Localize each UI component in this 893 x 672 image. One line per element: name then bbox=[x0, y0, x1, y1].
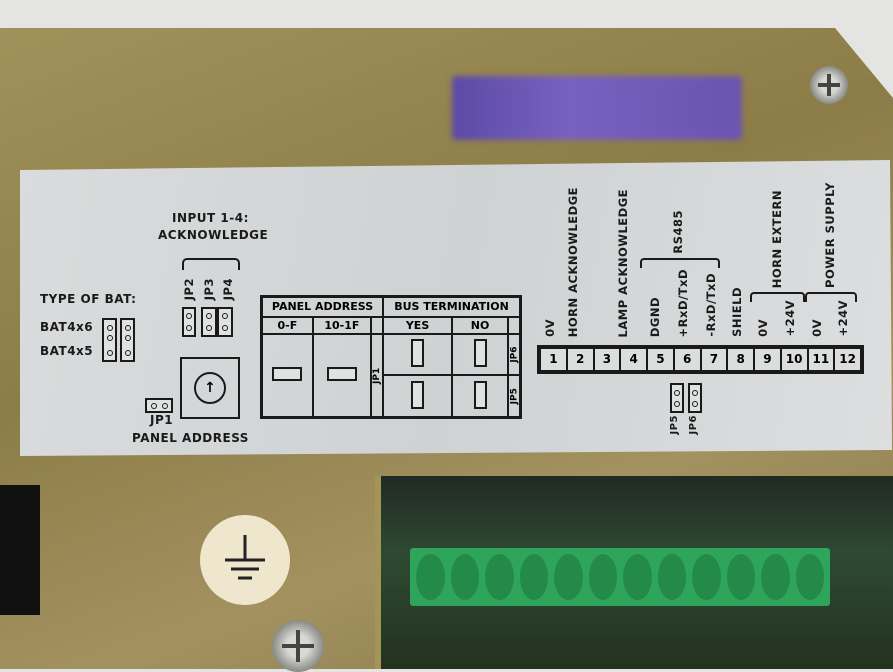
bracket bbox=[805, 292, 857, 302]
terminal-number: 9 bbox=[755, 349, 780, 370]
terminal-number: 11 bbox=[808, 349, 834, 370]
terminal-label: 0V bbox=[543, 319, 557, 337]
terminal-number: 2 bbox=[567, 349, 593, 370]
jumper-label-jp3: JP3 bbox=[202, 278, 216, 301]
terminal-number: 3 bbox=[594, 349, 620, 370]
th-0-f: 0-F bbox=[260, 315, 314, 335]
arrow-up-icon: ↑ bbox=[194, 372, 226, 404]
bat-jumper[interactable] bbox=[102, 318, 117, 362]
bracket bbox=[750, 292, 805, 302]
screw-icon bbox=[810, 66, 848, 104]
terminal-label: +24V bbox=[783, 300, 797, 337]
input-title: INPUT 1-4: bbox=[172, 211, 249, 225]
th-10-1f: 10-1F bbox=[311, 315, 373, 335]
terminal-label: HORN ACKNOWLEDGE bbox=[566, 186, 580, 337]
panel-address-label: PANEL ADDRESS bbox=[132, 431, 249, 445]
terminal-label: 0V bbox=[810, 319, 824, 337]
terminal-label: DGND bbox=[648, 296, 662, 337]
jumper-jp6[interactable] bbox=[688, 383, 702, 413]
th-no: NO bbox=[451, 315, 509, 335]
terminal-number: 4 bbox=[621, 349, 646, 370]
jumper-open bbox=[272, 366, 303, 381]
jumper-closed bbox=[411, 338, 425, 367]
jumper-open bbox=[473, 380, 487, 409]
terminal-number: 10 bbox=[781, 349, 807, 370]
input-subtitle: ACKNOWLEDGE bbox=[158, 228, 269, 242]
group-label-rs485: RS485 bbox=[671, 210, 685, 254]
th-yes: YES bbox=[382, 315, 454, 335]
th-panel-address: PANEL ADDRESS bbox=[260, 295, 385, 318]
terminal-label: 0V bbox=[756, 319, 770, 337]
jumper-closed bbox=[411, 380, 425, 409]
terminal-number: 6 bbox=[674, 349, 700, 370]
jp1-label: JP1 bbox=[371, 333, 384, 418]
rotary-address-switch[interactable]: ↑ bbox=[180, 357, 240, 419]
bat-jumper[interactable] bbox=[120, 318, 135, 362]
bracket bbox=[640, 258, 720, 268]
jp6-label: JP6 bbox=[508, 333, 521, 376]
jumper-open bbox=[473, 338, 487, 367]
terminal-label: +24V bbox=[836, 300, 850, 337]
terminal-block-connector[interactable] bbox=[410, 548, 830, 606]
panel-cutout bbox=[0, 485, 40, 615]
terminal-label: -RxD/TxD bbox=[704, 273, 718, 337]
jumper-closed bbox=[326, 366, 357, 381]
jumper-label-jp2: JP2 bbox=[182, 278, 196, 301]
jumper-label-jp5: JP5 bbox=[669, 415, 680, 435]
group-label-power-supply: POWER SUPPLY bbox=[823, 182, 837, 288]
jumper-jp2[interactable] bbox=[182, 307, 196, 337]
screw-icon bbox=[272, 620, 324, 672]
jumper-jp4[interactable] bbox=[217, 307, 233, 337]
jp1-label: JP1 bbox=[150, 413, 174, 427]
terminal-label: +RxD/TxD bbox=[676, 268, 690, 337]
blurred-sticker bbox=[452, 76, 742, 140]
jumper-label-jp4: JP4 bbox=[221, 278, 235, 301]
jumper-label-jp6: JP6 bbox=[688, 415, 699, 435]
terminal-label: SHIELD bbox=[730, 287, 744, 337]
jumper-jp5[interactable] bbox=[670, 383, 684, 413]
terminal-number: 7 bbox=[701, 349, 727, 370]
bracket bbox=[182, 258, 240, 270]
jumper-jp1[interactable] bbox=[145, 398, 173, 413]
terminal-number: 1 bbox=[541, 349, 566, 370]
terminal-number: 8 bbox=[728, 349, 753, 370]
bat-option: BAT4x6 bbox=[40, 320, 94, 334]
ground-icon bbox=[200, 515, 290, 605]
type-of-bat-title: TYPE OF BAT: bbox=[40, 292, 137, 306]
th-bus-termination: BUS TERMINATION bbox=[382, 295, 522, 318]
jumper-jp3[interactable] bbox=[201, 307, 217, 337]
jp5-label: JP5 bbox=[508, 375, 521, 418]
terminal-number: 12 bbox=[835, 349, 860, 370]
terminal-label: LAMP ACKNOWLEDGE bbox=[616, 188, 630, 337]
terminal-number: 5 bbox=[648, 349, 673, 370]
group-label-horn-extern: HORN EXTERN bbox=[770, 189, 784, 288]
bat-option: BAT4x5 bbox=[40, 344, 94, 358]
